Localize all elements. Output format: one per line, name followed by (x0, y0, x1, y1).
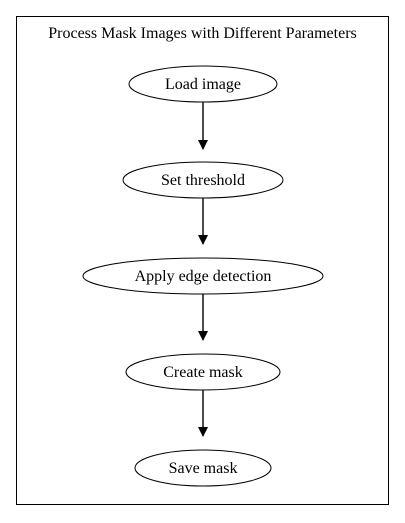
node-shape (134, 449, 272, 487)
node-label: Load image (165, 76, 241, 93)
node-shape (128, 65, 278, 103)
node-label: Create mask (163, 364, 243, 381)
node-shape (122, 161, 284, 199)
node-label: Save mask (169, 460, 238, 477)
node-label: Set threshold (161, 172, 245, 189)
node-load-image: Load image (128, 65, 278, 103)
diagram-title: Process Mask Images with Different Param… (48, 25, 357, 42)
node-shape (125, 353, 281, 391)
node-create-mask: Create mask (125, 353, 281, 391)
cluster-boundary (16, 16, 389, 505)
node-save-mask: Save mask (134, 449, 272, 487)
node-label: Apply edge detection (135, 268, 272, 285)
node-shape (82, 257, 324, 295)
node-apply-edge-detection: Apply edge detection (82, 257, 324, 295)
node-set-threshold: Set threshold (122, 161, 284, 199)
